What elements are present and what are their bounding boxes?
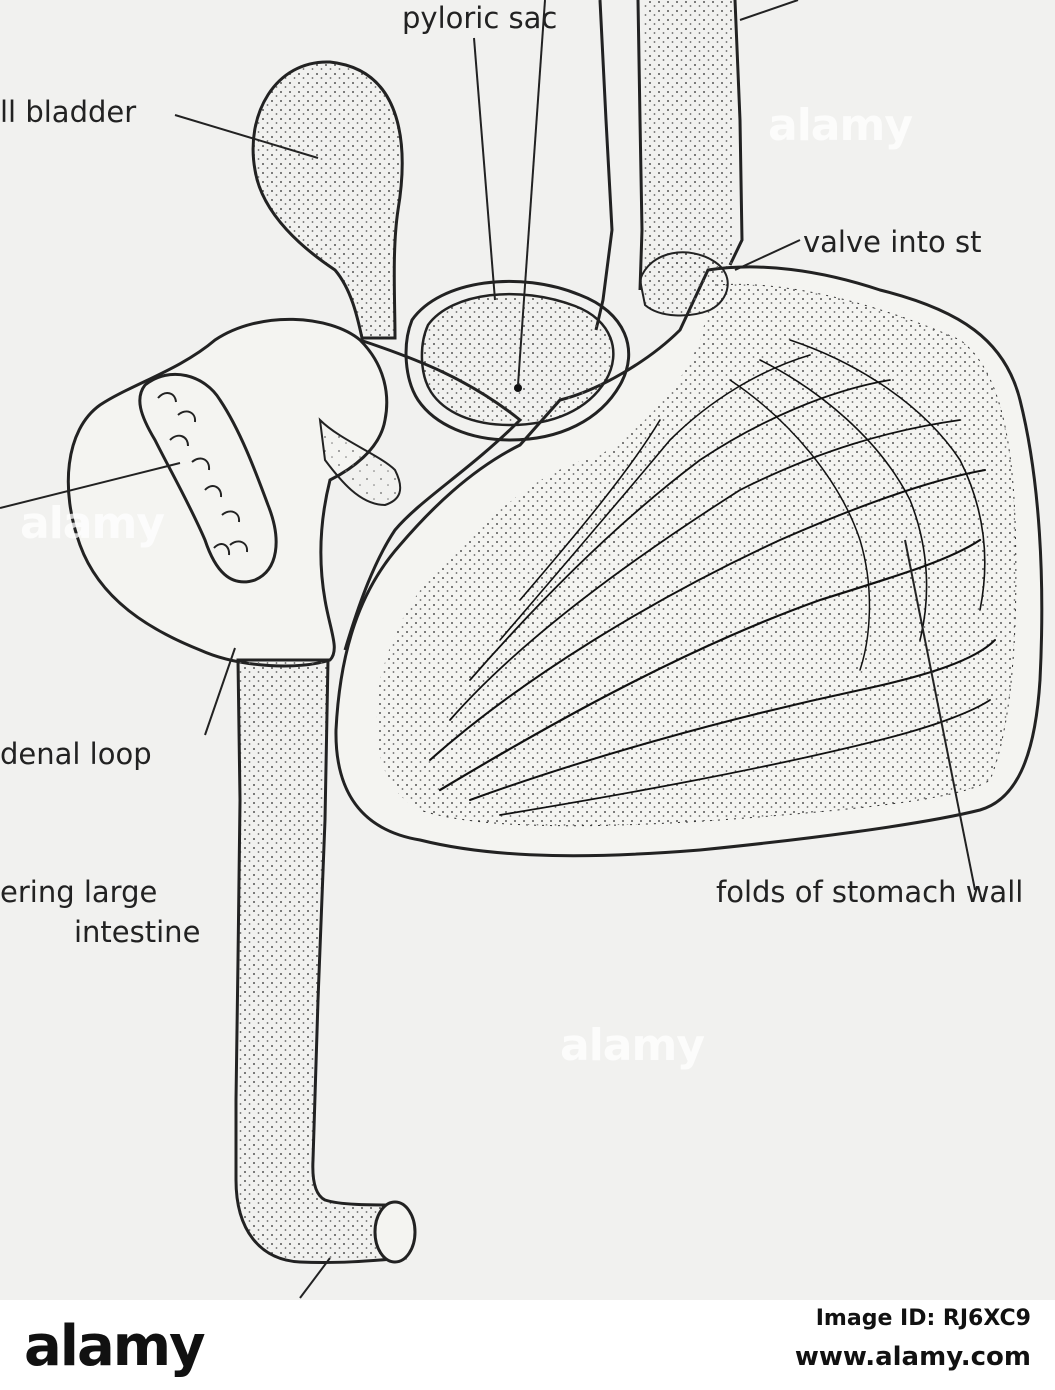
footer-bar: alamy Image ID: RJ6XC9 www.alamy.com	[0, 1300, 1055, 1390]
valve-leader	[735, 240, 800, 270]
gall-bladder	[253, 62, 402, 338]
valve	[640, 252, 728, 315]
label-stomach-folds: folds of stomach wall	[716, 876, 1023, 908]
esophagus-leader	[740, 0, 798, 20]
label-gall-bladder: ll bladder	[0, 96, 136, 128]
site-url: www.alamy.com	[795, 1342, 1031, 1372]
image-id: Image ID: RJ6XC9	[816, 1306, 1031, 1331]
pyloric-sac-leader	[474, 38, 495, 300]
digestive-tract-drawing	[0, 0, 1055, 1300]
label-valve: valve into st	[803, 226, 981, 258]
label-large-intestine-line1: ering large	[0, 876, 157, 908]
footer-logo: alamy	[24, 1314, 204, 1379]
label-pyloric-sac: pyloric sac	[402, 2, 557, 34]
intestinal-loop-leader	[300, 1258, 330, 1298]
anatomical-figure: pyloric sac ll bladder valve into st den…	[0, 0, 1055, 1300]
label-duodenal-loop: denal loop	[0, 738, 152, 770]
duodenal-loop-leader	[205, 648, 235, 735]
label-large-intestine-line2: intestine	[74, 916, 200, 948]
